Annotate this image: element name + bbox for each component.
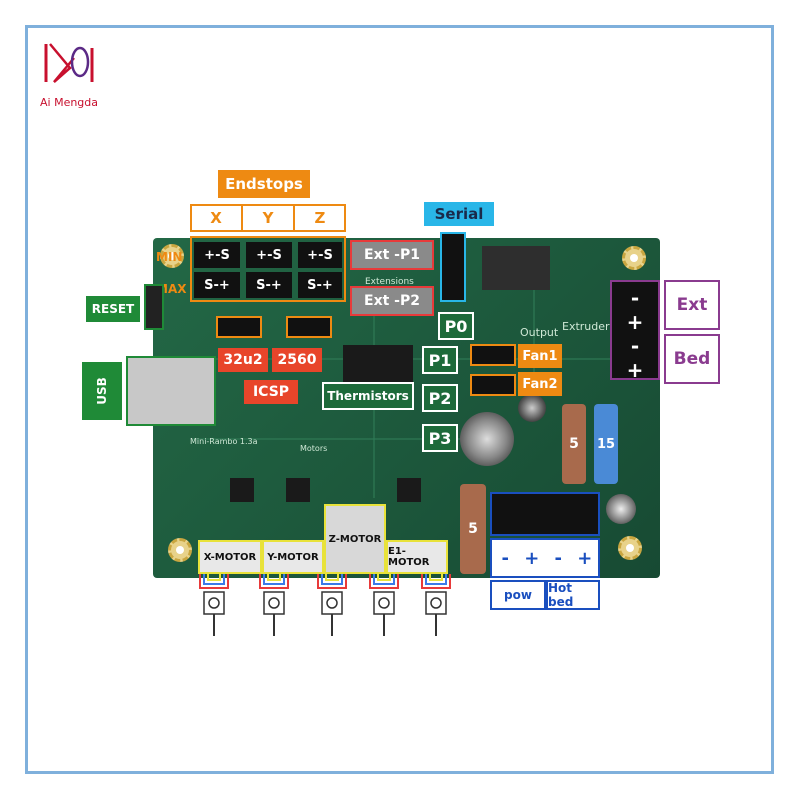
axis-y-label: Y — [262, 209, 274, 227]
power-pins-box: - + - + — [490, 538, 600, 578]
usb-port[interactable] — [126, 356, 216, 426]
fuse: 5 — [562, 404, 586, 484]
silk-board-name: Mini-Rambo 1.3a — [190, 437, 258, 446]
mount-hole — [160, 244, 184, 268]
usb-label: USB — [82, 362, 122, 420]
e1-motor-connector[interactable]: E1-MOTOR — [386, 540, 448, 574]
brand-logo-mark — [44, 43, 94, 83]
y-motor-connector[interactable]: Y-MOTOR — [262, 540, 324, 574]
ext-bed-terminal — [610, 280, 660, 380]
thermistors-label: Thermistors — [322, 382, 414, 410]
reset-label: RESET — [86, 296, 140, 322]
p2-label: P2 — [422, 384, 458, 412]
endstop-x-min[interactable]: +-S — [194, 242, 240, 268]
serial-label: Serial — [424, 202, 494, 226]
stepper-motor-icon — [199, 574, 229, 636]
p3-label: P3 — [422, 424, 458, 452]
z-motor-connector[interactable]: Z-MOTOR — [324, 504, 386, 574]
driver-chip — [286, 478, 310, 502]
driver-chip — [230, 478, 254, 502]
endstops-axis-box — [190, 204, 346, 232]
endstop-y-max[interactable]: S-+ — [246, 272, 292, 298]
chip-2560-label: 2560 — [272, 348, 322, 372]
ext-terminal[interactable]: -+ — [626, 286, 644, 334]
ext-p2-label: Ext -P2 — [350, 286, 434, 316]
stepper-motor-icon — [259, 574, 289, 636]
stepper-motor-icon — [421, 574, 451, 636]
reset-button[interactable] — [144, 284, 164, 330]
fan1-label: Fan1 — [518, 344, 562, 368]
mount-hole — [168, 538, 192, 562]
stepper-motor-icon — [369, 574, 399, 636]
brand-logo — [40, 38, 104, 94]
silk-extensions: Extensions — [365, 277, 414, 287]
p0-label: P0 — [438, 312, 474, 340]
power-terminal[interactable] — [490, 492, 600, 536]
icsp-label: ICSP — [244, 380, 298, 404]
capacitor — [518, 394, 546, 422]
chip-32u2-label: 32u2 — [218, 348, 268, 372]
fan2-label: Fan2 — [518, 372, 562, 396]
p1-label: P1 — [422, 346, 458, 374]
brand-name: Ai Mengda — [40, 96, 99, 109]
endstops-label: Endstops — [218, 170, 310, 198]
x-motor-connector[interactable]: X-MOTOR — [198, 540, 262, 574]
endstop-z-min[interactable]: +-S — [298, 242, 342, 268]
hot-bed-label: Hot bed — [546, 580, 600, 610]
endstop-connectors-box — [190, 236, 346, 302]
fuse: 5 — [460, 484, 486, 574]
regulator-chip — [482, 246, 550, 290]
silk-motors: Motors — [300, 444, 328, 453]
serial-header[interactable] — [440, 232, 466, 302]
ext-label: Ext — [664, 280, 720, 330]
fan1-header[interactable] — [470, 344, 516, 366]
pow-label: pow — [490, 580, 546, 610]
capacitor — [606, 494, 636, 524]
silk-output: Output — [520, 326, 559, 339]
stepper-motor-icon — [317, 574, 347, 636]
endstop-z-max[interactable]: S-+ — [298, 272, 342, 298]
bed-label: Bed — [664, 334, 720, 384]
axis-z-label: Z — [314, 209, 326, 227]
icsp-header-32u2[interactable] — [216, 316, 262, 338]
min-label: MIN — [156, 250, 183, 264]
fuse: 15 — [594, 404, 618, 484]
usb-text: USB — [94, 377, 109, 405]
fan2-header[interactable] — [470, 374, 516, 396]
axis-x-label: X — [210, 209, 222, 227]
endstop-y-min[interactable]: +-S — [246, 242, 292, 268]
driver-chip — [397, 478, 421, 502]
mount-hole — [618, 536, 642, 560]
mount-hole — [622, 246, 646, 270]
ext-p1-label: Ext -P1 — [350, 240, 434, 270]
endstop-x-max[interactable]: S-+ — [194, 272, 240, 298]
image-frame — [25, 25, 774, 774]
capacitor — [460, 412, 514, 466]
bed-terminal[interactable]: -+ — [626, 334, 644, 382]
icsp-header-2560[interactable] — [286, 316, 332, 338]
silk-extruder: Extruder — [562, 320, 610, 333]
motor-symbols — [199, 574, 451, 636]
